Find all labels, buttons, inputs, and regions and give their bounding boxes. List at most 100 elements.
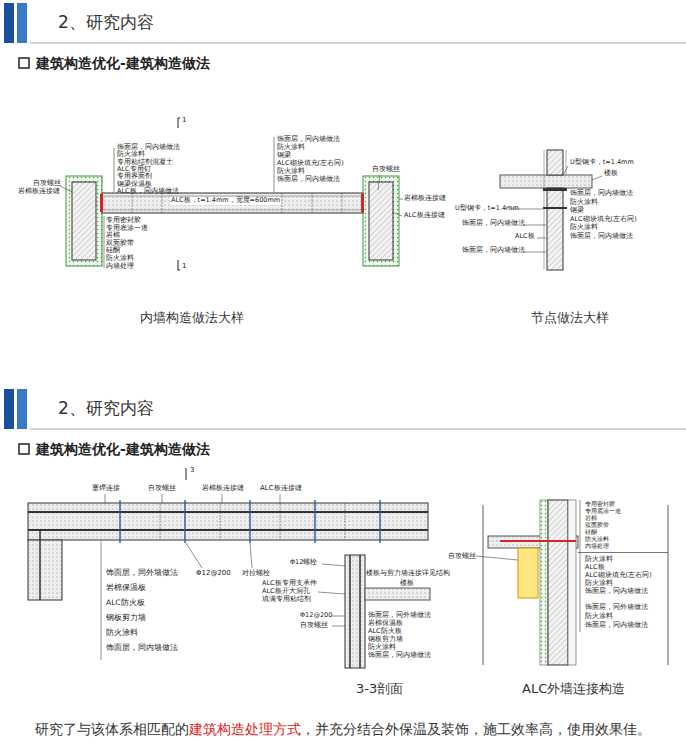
shear-wall xyxy=(28,540,62,600)
callout-label: 饰面层，同内墙做法 xyxy=(462,247,525,255)
wall-layer xyxy=(102,210,363,211)
callout-label: 防火涂料 xyxy=(585,613,613,621)
section-heading: 2、研究内容 xyxy=(58,398,154,418)
alc-wall xyxy=(102,193,363,213)
sub-heading: 建筑构造优化-建筑构造做法 xyxy=(36,55,210,72)
callout-label: 防火涂料 xyxy=(570,224,598,232)
steel-angle xyxy=(518,548,538,598)
tie-bolt xyxy=(120,500,380,543)
callout-label: 饰面层，同内墙做法 xyxy=(585,588,648,596)
callout-label: ALC板 xyxy=(515,233,535,241)
section-mark xyxy=(186,468,187,480)
callout-label: ALC板，t=1.4mm，宽度=600mm xyxy=(170,197,281,205)
callout-label: 饰面层，同内墙做法 xyxy=(570,190,633,198)
rock-wool xyxy=(66,176,102,266)
callout-label: ALC砌块填充(左右同) xyxy=(585,572,652,580)
sealant xyxy=(100,194,103,212)
callout-label: 楼板 xyxy=(400,580,414,588)
u-clip xyxy=(543,207,567,209)
callout-label: 防火涂料 xyxy=(570,199,598,207)
alc-block xyxy=(547,150,563,175)
alc-block xyxy=(547,188,563,270)
steel-plate xyxy=(28,511,428,513)
callout-label: 楼板 xyxy=(604,170,618,178)
panel-joint xyxy=(132,193,342,213)
summary-highlight: 建筑构造处理方式 xyxy=(189,721,301,738)
callout-label: 防火涂料 xyxy=(368,644,396,652)
callout-label: 饰面层，同内墙做法 xyxy=(106,643,178,652)
callout-label: Φ12@200 xyxy=(196,569,231,577)
callout-label: 双面胶带 xyxy=(585,521,609,528)
steel-plate xyxy=(500,540,576,542)
header-bar xyxy=(17,389,27,429)
callout-label: ALC板专用支承件 xyxy=(262,580,317,588)
callout-label: U型钢卡，t=1.4mm xyxy=(455,205,519,213)
slab-line xyxy=(578,552,668,553)
callout-label: 钢梁 xyxy=(277,152,291,160)
summary-text: 研究了与该体系相匹配的 xyxy=(35,721,189,738)
bullet-square xyxy=(19,58,29,68)
callout-label: ALC板连接缝 xyxy=(404,212,445,220)
callout-label: 饰面层，同外墙做法 xyxy=(585,604,648,612)
summary-text: ，并充分结合外保温及装饰，施工效率高，使用效果佳。 xyxy=(301,721,651,738)
callout-label: 内墙处理 xyxy=(585,542,609,549)
shear-wall xyxy=(345,555,365,668)
callout-label: 防火涂料 xyxy=(585,556,613,564)
callout-label: 岩棉板连接缝 xyxy=(202,484,244,492)
callout-label: 塞焊连接 xyxy=(92,484,120,492)
header-rule xyxy=(30,43,686,44)
steel-plate xyxy=(39,530,41,600)
leader-line xyxy=(101,494,280,660)
callout-label: 自攻螺丝 xyxy=(33,180,61,188)
bullet-square xyxy=(19,444,29,454)
floor-slab xyxy=(365,588,430,600)
callout-label: U型钢卡，t=1.4mm xyxy=(570,159,634,167)
callout-label: ALC防火板 xyxy=(368,628,402,636)
alc-panel xyxy=(548,500,568,665)
header-bar xyxy=(4,389,14,429)
section-heading: 2、研究内容 xyxy=(58,12,154,32)
callout-label: ALC砌块填充(左右同) xyxy=(570,216,637,224)
callout-label: 专用密封胶 xyxy=(585,500,615,507)
steel-plate xyxy=(350,555,360,668)
section-number: 1 xyxy=(182,262,186,270)
callout-label: 对拉螺栓 xyxy=(242,569,270,577)
steel-column xyxy=(72,182,96,260)
callout-label: 专用底涂一道 xyxy=(585,507,621,514)
sub-heading: 建筑构造优化-建筑构造做法 xyxy=(36,441,210,458)
callout-label: 内墙处理 xyxy=(106,263,134,271)
sealant xyxy=(361,194,364,212)
callout-label: 填满专用粘结剂 xyxy=(262,596,311,604)
header-rule xyxy=(30,429,686,430)
callout-label: 钢梁 xyxy=(570,207,584,215)
callout-label: 防火涂料 xyxy=(277,144,305,152)
leader-line xyxy=(60,175,403,216)
callout-label: ALC板，同内墙做法 xyxy=(117,188,179,196)
callout-label: 岩棉板连接缝 xyxy=(18,188,60,196)
callout-label: ALC板连接缝 xyxy=(260,484,302,492)
steel-plate xyxy=(28,529,428,531)
floor-slab xyxy=(500,175,592,188)
callout-label: 钢板剪力墙 xyxy=(368,636,403,644)
panel-joint xyxy=(160,503,345,540)
figure-caption: 节点做法大样 xyxy=(531,310,609,326)
rock-wool xyxy=(540,500,548,665)
callout-label: 楼板与剪力墙连接详见结构 xyxy=(366,570,450,578)
callout-label: 岩棉 xyxy=(585,514,597,521)
finish-layer xyxy=(568,500,576,665)
u-clip xyxy=(543,188,567,191)
callout-label: Φ12@200 xyxy=(300,612,332,620)
callout-label: 饰面层，同内墙做法 xyxy=(277,176,340,184)
callout-label: 岩棉保温板 xyxy=(106,583,146,592)
callout-label: 防火涂料 xyxy=(277,168,305,176)
callout-label: Φ12螺栓 xyxy=(290,559,317,567)
callout-label: 饰面层，同内墙做法 xyxy=(368,652,431,660)
callout-label: 防火涂料 xyxy=(106,628,138,637)
callout-label: 饰面层，同内墙做法 xyxy=(277,136,340,144)
callout-label: 自攻螺丝 xyxy=(372,166,400,174)
steel-column xyxy=(369,182,393,260)
callout-label: 饰面层，同内墙做法 xyxy=(570,233,633,241)
header-bar xyxy=(4,3,14,43)
